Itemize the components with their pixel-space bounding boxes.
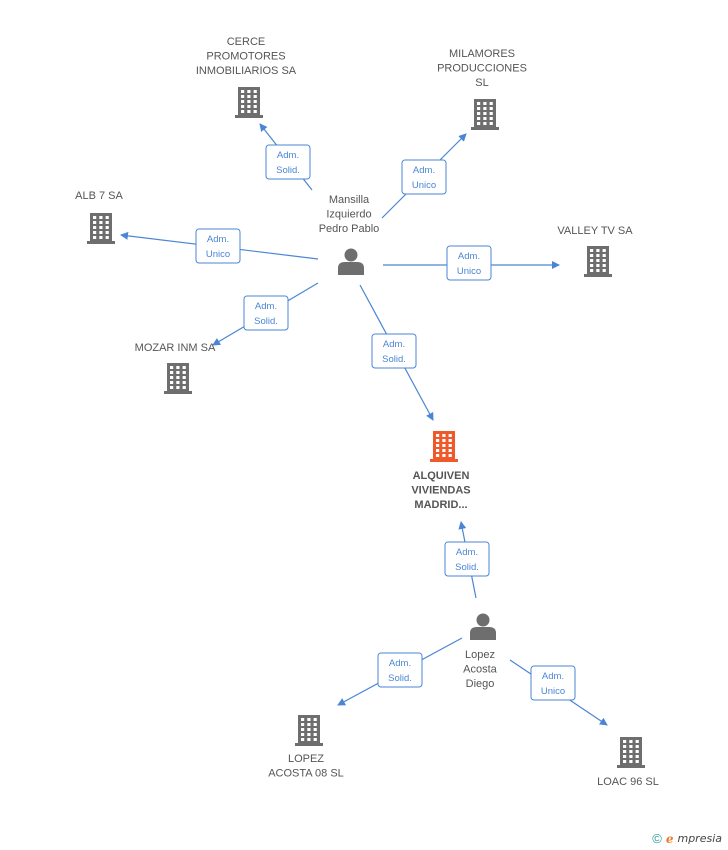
node-milamores[interactable]: MILAMORES PRODUCCIONES SL <box>437 48 527 130</box>
node-label: Acosta <box>463 664 498 676</box>
building-icon <box>235 87 263 118</box>
node-cerce[interactable]: CERCE PROMOTORES INMOBILIARIOS SA <box>196 36 297 118</box>
building-icon <box>295 715 323 746</box>
role-badge-text: Unico <box>412 180 436 191</box>
role-badge-text: Unico <box>206 249 230 260</box>
building-icon <box>430 431 458 462</box>
node-valley[interactable]: VALLEY TV SA <box>557 225 633 277</box>
role-badge-box <box>401 159 447 195</box>
nodes-layer: CERCE PROMOTORES INMOBILIARIOS SA MILAMORES… <box>75 36 659 788</box>
role-badge-text: Adm. <box>413 165 435 176</box>
person-icon <box>338 248 364 275</box>
node-label: SL <box>475 77 488 89</box>
role-badge[interactable]: Adm. Unico <box>401 159 447 195</box>
role-badge-box <box>444 541 490 577</box>
role-badge-box <box>446 245 492 281</box>
role-badge-text: Adm. <box>277 150 299 161</box>
person-icon <box>470 613 496 640</box>
node-label: INMOBILIARIOS SA <box>196 65 297 77</box>
role-badge[interactable]: Adm. Unico <box>195 228 241 264</box>
node-label: Izquierdo <box>326 209 371 221</box>
role-badge-text: Adm. <box>542 671 564 682</box>
node-label: VIVIENDAS <box>411 485 470 497</box>
role-badge-text: Solid. <box>254 316 278 327</box>
role-badge-box <box>265 144 311 180</box>
node-label: PROMOTORES <box>206 51 285 63</box>
node-label: ACOSTA 08 SL <box>268 768 344 780</box>
role-badge-text: Solid. <box>455 562 479 573</box>
node-label: MADRID... <box>414 499 467 511</box>
role-badge-text: Solid. <box>388 673 412 684</box>
role-badge-text: Solid. <box>276 165 300 176</box>
node-alquiven[interactable]: ALQUIVEN VIVIENDAS MADRID... <box>411 431 471 511</box>
building-icon <box>617 737 645 768</box>
brand-initial: e <box>665 831 674 846</box>
role-badge-box <box>530 665 576 701</box>
role-badge-box <box>195 228 241 264</box>
node-label: VALLEY TV SA <box>557 225 633 237</box>
node-label: Lopez <box>465 649 495 661</box>
role-badge-text: Solid. <box>382 354 406 365</box>
role-badge[interactable]: Adm. Unico <box>530 665 576 701</box>
role-badge-text: Adm. <box>255 301 277 312</box>
node-loac96[interactable]: LOAC 96 SL <box>597 737 659 788</box>
node-label: PRODUCCIONES <box>437 63 527 75</box>
role-badge-text: Adm. <box>458 251 480 262</box>
role-badge[interactable]: Adm. Unico <box>446 245 492 281</box>
node-label: LOPEZ <box>288 753 324 765</box>
role-badge-text: Adm. <box>383 339 405 350</box>
building-icon <box>164 363 192 394</box>
role-badge-text: Unico <box>457 266 481 277</box>
node-mozar[interactable]: MOZAR INM SA <box>135 342 216 394</box>
node-label: Pedro Pablo <box>319 223 380 235</box>
role-badge-box <box>377 652 423 688</box>
role-badge-box <box>371 333 417 369</box>
role-badge[interactable]: Adm. Solid. <box>243 295 289 331</box>
node-label: ALQUIVEN <box>413 470 470 482</box>
node-label: LOAC 96 SL <box>597 776 659 788</box>
building-icon <box>87 213 115 244</box>
building-icon <box>584 246 612 277</box>
node-label: CERCE <box>227 36 266 48</box>
brand-name: mpresia <box>677 832 722 845</box>
role-badge-text: Adm. <box>207 234 229 245</box>
node-label: MOZAR INM SA <box>135 342 216 354</box>
role-badge-box <box>243 295 289 331</box>
node-label: Mansilla <box>329 194 370 206</box>
role-badge[interactable]: Adm. Solid. <box>265 144 311 180</box>
node-label: ALB 7 SA <box>75 190 123 202</box>
role-badge[interactable]: Adm. Solid. <box>371 333 417 369</box>
role-badge-text: Unico <box>541 686 565 697</box>
copyright-icon: © <box>652 831 662 846</box>
node-alb7[interactable]: ALB 7 SA <box>75 190 124 244</box>
building-icon <box>471 99 499 130</box>
role-badge-text: Adm. <box>456 547 478 558</box>
node-label: MILAMORES <box>449 48 515 60</box>
node-label: Diego <box>466 678 495 690</box>
role-badge[interactable]: Adm. Solid. <box>377 652 423 688</box>
role-badge[interactable]: Adm. Solid. <box>444 541 490 577</box>
node-lopez08[interactable]: LOPEZ ACOSTA 08 SL <box>268 715 344 780</box>
role-badge-text: Adm. <box>389 658 411 669</box>
